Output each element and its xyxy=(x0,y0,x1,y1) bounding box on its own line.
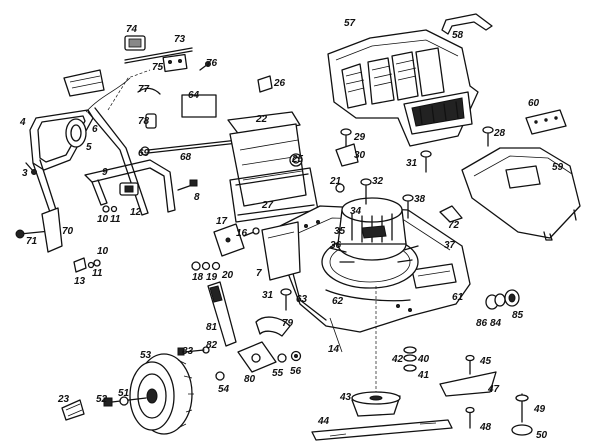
blade-assembly xyxy=(311,286,533,441)
motor-hood xyxy=(420,109,581,241)
part-label-10a: 10 xyxy=(97,214,109,225)
part-label-74: 74 xyxy=(126,24,138,35)
part-label-52: 52 xyxy=(96,394,108,405)
part-label-36: 36 xyxy=(330,240,342,251)
part-label-40: 40 xyxy=(417,354,430,365)
part-label-11a: 11 xyxy=(110,214,121,225)
part-label-13: 13 xyxy=(74,276,86,287)
part-label-7: 7 xyxy=(256,268,262,279)
part-label-3: 3 xyxy=(22,168,28,179)
part-label-35: 35 xyxy=(334,226,346,237)
part-label-56: 56 xyxy=(290,366,302,377)
part-label-47: 47 xyxy=(487,384,500,395)
part-label-75: 75 xyxy=(152,62,164,73)
part-label-57: 57 xyxy=(344,18,356,29)
part-label-18: 18 xyxy=(192,272,204,283)
part-label-6: 6 xyxy=(92,124,98,135)
part-label-78: 78 xyxy=(138,116,150,127)
front-wheel-hub xyxy=(485,289,520,310)
part-label-61: 61 xyxy=(452,292,464,303)
part-number-labels: 3 4 5 6 7 8 9 10 11 12 10 11 13 70 71 74… xyxy=(19,18,564,441)
part-label-8: 8 xyxy=(194,192,200,203)
part-label-44: 44 xyxy=(317,416,330,427)
part-label-22: 22 xyxy=(255,114,268,125)
part-label-31a: 31 xyxy=(406,158,418,169)
part-label-25: 25 xyxy=(291,154,304,165)
part-label-23: 23 xyxy=(57,394,70,405)
part-label-82: 82 xyxy=(206,340,218,351)
part-label-51: 51 xyxy=(118,388,130,399)
part-label-77: 77 xyxy=(138,84,150,95)
part-label-11b: 11 xyxy=(92,268,103,279)
part-label-16: 16 xyxy=(236,228,248,239)
part-label-49: 49 xyxy=(533,404,546,415)
part-label-71: 71 xyxy=(26,236,38,247)
part-label-79: 79 xyxy=(282,318,294,329)
handle-assembly xyxy=(15,69,198,273)
part-label-80: 80 xyxy=(244,374,256,385)
top-small-parts xyxy=(63,35,273,129)
part-label-29: 29 xyxy=(353,132,366,143)
part-label-86: 86 xyxy=(476,318,488,329)
part-label-83: 83 xyxy=(182,346,194,357)
part-label-63: 63 xyxy=(296,294,308,305)
grass-catcher xyxy=(327,13,493,147)
part-label-70: 70 xyxy=(62,226,74,237)
part-label-32: 32 xyxy=(372,176,384,187)
part-label-42: 42 xyxy=(391,354,404,365)
part-label-54: 54 xyxy=(218,384,230,395)
part-label-28: 28 xyxy=(493,128,506,139)
part-label-69: 69 xyxy=(138,148,150,159)
part-label-27: 27 xyxy=(261,200,274,211)
part-label-10b: 10 xyxy=(97,246,109,257)
motor-unit xyxy=(213,128,419,263)
part-label-14: 14 xyxy=(328,344,340,355)
part-label-50: 50 xyxy=(536,430,548,441)
part-label-48: 48 xyxy=(479,422,492,433)
part-label-26: 26 xyxy=(273,78,286,89)
part-label-12: 12 xyxy=(130,207,142,218)
part-label-85: 85 xyxy=(512,310,524,321)
part-label-30: 30 xyxy=(354,150,366,161)
part-label-60: 60 xyxy=(528,98,540,109)
part-label-68: 68 xyxy=(180,152,192,163)
part-label-43: 43 xyxy=(339,392,352,403)
part-label-9: 9 xyxy=(102,167,108,178)
part-label-73: 73 xyxy=(174,34,186,45)
height-adjuster xyxy=(177,261,302,381)
part-label-53: 53 xyxy=(140,350,152,361)
part-label-58: 58 xyxy=(452,30,464,41)
part-label-76: 76 xyxy=(206,58,218,69)
part-label-5: 5 xyxy=(86,142,92,153)
part-label-64: 64 xyxy=(188,90,200,101)
rear-flap-assembly xyxy=(140,94,319,223)
part-label-62: 62 xyxy=(332,296,344,307)
part-label-21: 21 xyxy=(329,176,342,187)
rear-wheel xyxy=(61,353,194,435)
part-label-45: 45 xyxy=(479,356,492,367)
part-label-55: 55 xyxy=(272,368,284,379)
part-label-41: 41 xyxy=(417,370,430,381)
part-label-19: 19 xyxy=(206,272,218,283)
part-label-37: 37 xyxy=(444,240,456,251)
part-label-84: 84 xyxy=(490,318,502,329)
part-label-38: 38 xyxy=(414,194,426,205)
part-label-59: 59 xyxy=(552,162,564,173)
part-label-4: 4 xyxy=(19,117,26,128)
part-label-17: 17 xyxy=(216,216,228,227)
part-label-72: 72 xyxy=(448,220,460,231)
part-label-31b: 31 xyxy=(262,290,274,301)
part-label-20: 20 xyxy=(221,270,234,281)
part-label-34: 34 xyxy=(350,206,362,217)
part-label-81: 81 xyxy=(206,322,218,333)
